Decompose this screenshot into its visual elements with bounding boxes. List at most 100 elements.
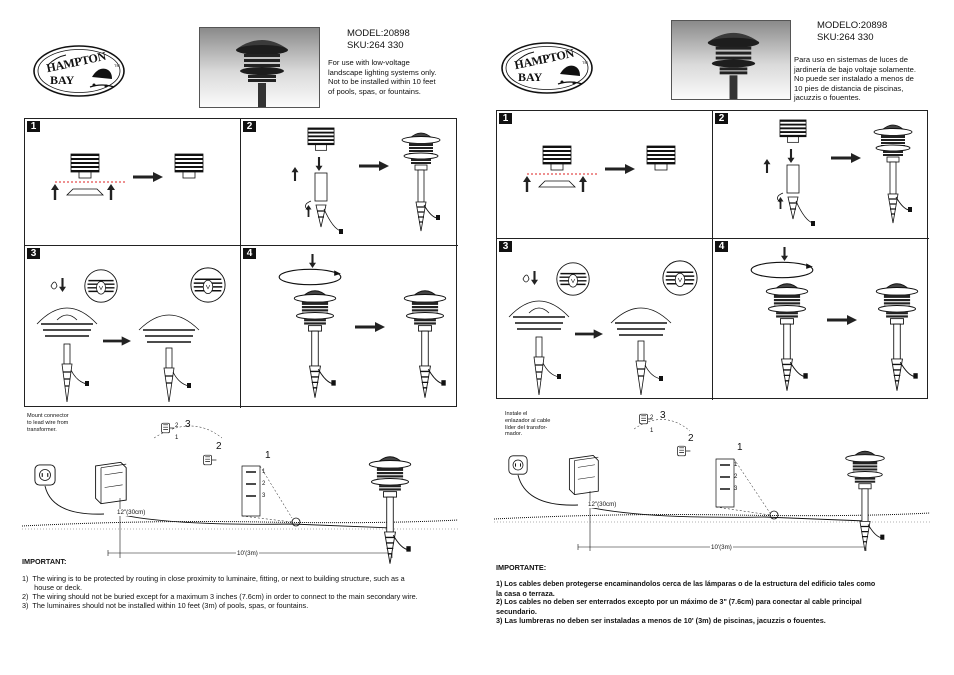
wiring-diagram <box>21 422 459 565</box>
low-voltage-note: Para uso en sistemas de luces de jardine… <box>794 55 922 103</box>
transformer-icon <box>568 455 599 495</box>
logo-word-bay: BAY <box>518 70 543 84</box>
step-2-illustration <box>763 119 913 226</box>
wiring-number-2: 2 <box>688 433 694 444</box>
step-4-illustration <box>750 247 919 392</box>
important-item: 1) Los cables deben protegerse encaminan… <box>496 580 876 588</box>
important-item: 2) The wiring should not be buried excep… <box>22 592 418 601</box>
connector-mark: 2 <box>262 481 266 487</box>
important-item: 1) The wiring is to be protected by rout… <box>22 574 405 583</box>
note-line: jardinería de bajo voltaje solamente. <box>794 64 916 74</box>
dimension-12-inch: 12"(30cm) <box>587 501 618 508</box>
model-number: MODELO:20898 <box>817 20 888 31</box>
product-photo <box>199 27 320 108</box>
note-line: For use with low-voltage <box>328 58 410 67</box>
logo-trademark: TM <box>114 63 120 68</box>
wall-outlet-icon <box>34 464 56 486</box>
low-voltage-note: For use with low-voltage landscape light… <box>328 58 446 96</box>
step-2-number: 2 <box>243 121 256 132</box>
model-block: MODEL:20898 SKU:264 330 <box>347 28 410 52</box>
step-1-illustration <box>51 153 204 200</box>
callout-line: Mount connector <box>27 413 69 419</box>
note-line: of pools, spas, or fountains. <box>328 86 421 96</box>
step-2-illustration <box>291 127 441 234</box>
step-3-number: 3 <box>27 248 40 259</box>
step-3-illustration <box>36 267 226 403</box>
connector-icon <box>203 454 217 466</box>
important-heading: IMPORTANT: <box>22 557 67 566</box>
note-line: 10 pies de distancia de piscinas, <box>794 83 904 93</box>
connector-mark: 2 <box>734 474 738 480</box>
step-3-number: 3 <box>499 241 512 252</box>
wall-outlet-icon <box>508 455 528 475</box>
step-3-panel: 3 <box>25 246 241 408</box>
pathway-lamp-icon <box>368 456 412 565</box>
important-item: secundario. <box>496 607 537 616</box>
important-item: 3) The luminaires should not be installe… <box>22 601 309 610</box>
connector-mark: 2 <box>650 415 654 421</box>
model-number: MODEL:20898 <box>347 28 410 39</box>
callout-line: enlazador al cable <box>505 417 551 424</box>
step-1-panel: 1 <box>497 111 713 239</box>
wiring-number-2: 2 <box>216 441 222 452</box>
step-4-illustration <box>278 254 447 399</box>
step-1-illustration <box>523 145 676 192</box>
hampton-bay-logo-art <box>501 42 593 94</box>
step-4-number: 4 <box>243 248 256 259</box>
callout-line: transformer. <box>27 426 57 433</box>
important-list: 1) Los cables deben protegerse encaminan… <box>496 580 928 625</box>
important-item: house or deck. <box>22 583 83 592</box>
callout-line: Instale el <box>505 411 528 417</box>
wiring-diagram <box>493 413 931 552</box>
step-2-number: 2 <box>715 113 728 124</box>
note-line: No puede ser instalado a menos de <box>794 74 914 84</box>
step-4-panel: 4 <box>713 239 929 400</box>
important-item: 3) Las lumbreras no deben ser instaladas… <box>496 616 826 625</box>
wiring-number-3: 3 <box>185 419 191 430</box>
wiring-number-1: 1 <box>737 442 743 453</box>
pathway-lamp-icon <box>844 450 886 552</box>
hampton-bay-logo-art <box>33 45 125 97</box>
product-photo <box>671 20 791 100</box>
step-4-number: 4 <box>715 241 728 252</box>
callout-line: to lead wire from <box>27 419 69 426</box>
connector-mark: 1 <box>650 428 654 434</box>
wiring-number-3: 3 <box>660 410 666 421</box>
steps-grid: 1 2 <box>496 110 929 400</box>
step-1-number: 1 <box>499 113 512 124</box>
dimension-10-feet: 10'(3m) <box>236 550 259 557</box>
sku-number: SKU:264 330 <box>817 32 874 43</box>
callout-line: líder del transfor- <box>505 424 548 431</box>
mount-connector-callout: Mount connector to lead wire from transf… <box>27 413 77 433</box>
mount-connector-callout: Instale el enlazador al cable líder del … <box>505 411 561 438</box>
step-3-panel: 3 <box>497 239 713 400</box>
note-line: Para uso en sistemas de luces de <box>794 55 908 64</box>
steps-grid: 1 2 <box>24 118 458 408</box>
connector-icon <box>161 422 175 434</box>
connector-mark: 2 <box>175 423 179 429</box>
wiring-number-1: 1 <box>265 450 271 461</box>
important-list: 1) The wiring is to be protected by rout… <box>22 574 462 610</box>
note-line: Not to be installed within 10 feet <box>328 77 436 87</box>
transformer-icon <box>95 461 127 505</box>
note-line: landscape lighting systems only. <box>328 67 437 77</box>
hampton-bay-logo: HAMPTON BAY TM <box>32 43 126 99</box>
step-3-illustration <box>508 260 698 396</box>
connector-mark: 3 <box>262 493 266 499</box>
lamp-photo-icon <box>236 40 288 107</box>
step-4-panel: 4 <box>241 246 458 408</box>
connector-mark: 3 <box>734 486 738 492</box>
important-item: la casa o terraza. <box>496 589 555 598</box>
logo-word-bay: BAY <box>50 73 75 87</box>
step-2-panel: 2 <box>241 119 458 246</box>
important-heading: IMPORTANTE: <box>496 563 547 572</box>
connector-mark: 1 <box>262 469 266 475</box>
connector-mark: 1 <box>734 462 738 468</box>
connector-mark: 1 <box>175 435 179 441</box>
step-1-panel: 1 <box>25 119 241 246</box>
connector-icon <box>677 445 691 457</box>
hampton-bay-logo: HAMPTON BAY TM <box>500 40 594 96</box>
dimension-12-inch: 12"(30cm) <box>116 509 147 516</box>
model-block: MODELO:20898 SKU:264 330 <box>817 20 887 44</box>
sku-number: SKU:264 330 <box>347 40 404 51</box>
